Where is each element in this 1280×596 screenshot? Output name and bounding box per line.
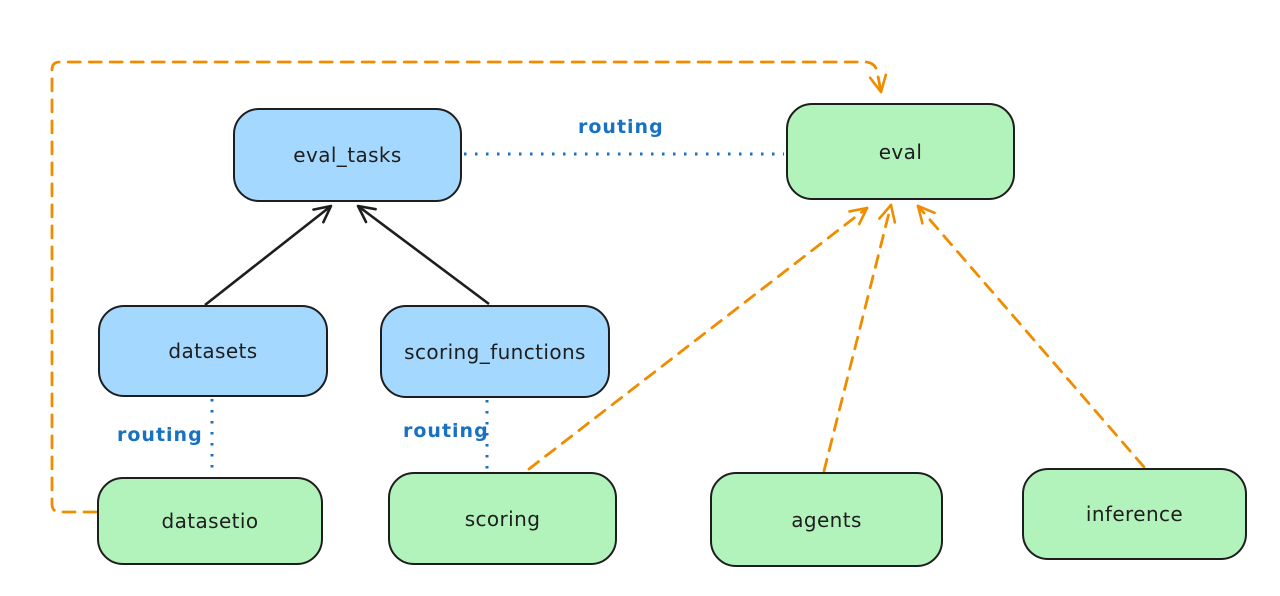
edge-datasets-to-eval-tasks [204,204,333,307]
node-datasetio-label: datasetio [161,509,259,533]
node-agents: agents [710,472,943,567]
node-scoring-label: scoring [464,506,541,531]
node-datasets: datasets [98,305,328,397]
edge-datasetio-to-eval [50,60,888,514]
node-inference: inference [1022,468,1247,560]
edge-label-routing-datasets-datasetio: routing [117,424,203,446]
edge-scoring-to-eval [527,206,869,471]
node-agents-label: agents [791,507,862,532]
node-datasets-label: datasets [168,339,258,363]
edge-inference-to-eval [916,204,1146,469]
edge-scoring-functions-to-eval-tasks [356,204,490,306]
node-scoring-functions: scoring_functions [380,305,610,398]
node-eval: eval [786,103,1015,200]
node-datasetio: datasetio [97,477,323,565]
node-scoring-functions-label: scoring_functions [404,339,586,364]
edge-agents-to-eval [822,203,897,473]
edge-label-routing-scoring-functions-scoring: routing [403,420,489,442]
node-inference-label: inference [1085,502,1184,526]
node-scoring: scoring [388,472,617,565]
edge-label-routing-eval-tasks-eval: routing [578,116,664,138]
node-eval-label: eval [878,139,923,164]
node-eval-tasks: eval_tasks [233,108,462,202]
node-eval-tasks-label: eval_tasks [293,143,402,167]
